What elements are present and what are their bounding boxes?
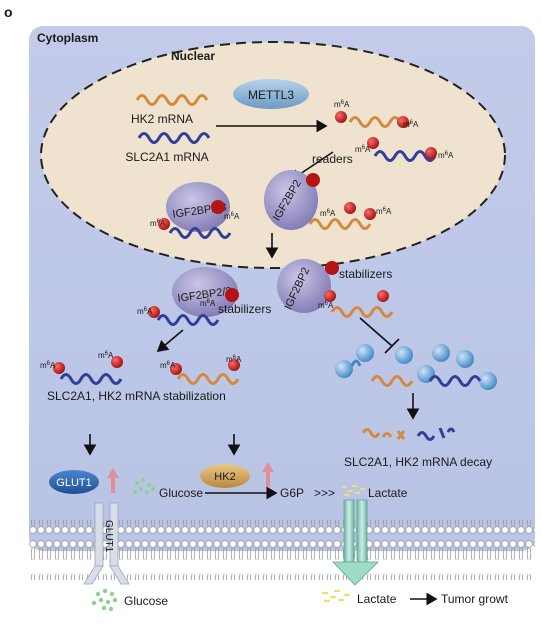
methylated-slc2a1-mrna (373, 150, 437, 162)
glucose-molecules (133, 478, 155, 494)
m6a-label: m6A (40, 361, 56, 370)
hk2-label: HK2 (214, 471, 235, 483)
inhibition-bar (384, 338, 400, 354)
hk2-protein (200, 464, 250, 488)
m6a-label: m6A (320, 209, 336, 218)
m6a-label: m6A (438, 151, 454, 160)
m6a-mark (225, 288, 239, 302)
inhibition-line (359, 317, 393, 347)
m6a-mark (306, 173, 320, 187)
glucose-label: Glucose (159, 486, 203, 500)
extracellular-glucose-label: Glucose (124, 594, 168, 608)
glut1-protein (49, 470, 99, 494)
m6a-mark (367, 137, 379, 149)
stable-slc2a1-mrna (59, 373, 123, 385)
m6a-mark (425, 147, 437, 159)
hk2-mrna-strand (135, 94, 209, 106)
m6a-label: m6A (334, 100, 350, 109)
m6a-label: m6A (224, 212, 240, 221)
tumor-growth-label: Tumor growt (441, 592, 509, 606)
m6a-mark (397, 116, 409, 128)
m6a-label: m6A (160, 361, 176, 370)
igf2bp2-protein (264, 170, 318, 230)
extracellular-lactate (322, 590, 350, 602)
m6a-label: m6A (226, 355, 242, 364)
hk2-mrna-label: HK2 mRNA (131, 112, 193, 126)
panel-letter: o (4, 4, 13, 20)
igf2bp23-protein (172, 267, 238, 317)
m6a-label: m6A (403, 120, 419, 129)
lactate-efflux-arrow (332, 499, 379, 586)
m6a-label: m6A (150, 219, 166, 228)
stable-hk2-mrna (176, 373, 240, 385)
m6a-mark (211, 200, 225, 214)
decay-complex (335, 344, 497, 390)
extracellular-lactate-label: Lactate (357, 592, 397, 606)
nucleus-label: Nuclear (171, 49, 215, 63)
slc2a1-mrna-label: SLC2A1 mRNA (125, 150, 208, 164)
bound-slc2a1-mrna (168, 227, 232, 239)
readers-label: readers (312, 152, 353, 166)
m6a-label: m6A (200, 299, 216, 308)
m6a-label: m6A (98, 351, 114, 360)
glut1-label: GLUT1 (56, 477, 91, 489)
bound-hk2-mrna (308, 218, 372, 230)
stabilized-slc2a1-mrna (156, 314, 220, 326)
m6a-mark (364, 208, 376, 220)
m6a-mark (335, 111, 347, 123)
slc2a1-mrna-strand (137, 132, 211, 144)
m6a-mark (377, 290, 389, 302)
lactate-label: Lactate (368, 486, 408, 500)
cytoplasm-label: Cytoplasm (37, 31, 98, 45)
stabilized-hk2-mrna (330, 306, 394, 318)
m6a-label: m6A (355, 145, 371, 154)
stabilization-label: SLC2A1, HK2 mRNA stabilization (47, 389, 226, 403)
m6a-mark (324, 290, 336, 302)
m6a-mark (170, 363, 182, 375)
igf2bp2-protein (277, 259, 331, 313)
m6a-mark (111, 356, 123, 368)
pathway-arrows: >>> (314, 486, 335, 500)
glut1-transporter (83, 502, 130, 585)
igf2bp23-protein (166, 182, 230, 232)
upregulated-icon (107, 468, 119, 493)
m6a-mark (148, 306, 160, 318)
stabilizers-label: stabilizers (339, 267, 392, 281)
g6p-label: G6P (280, 486, 304, 500)
mettl3-label: METTL3 (248, 88, 294, 102)
m6a-label: m6A (137, 307, 153, 316)
decay-label: SLC2A1, HK2 mRNA decay (344, 455, 492, 469)
m6a-mark (325, 261, 339, 275)
stabilization-arrow (156, 329, 184, 353)
m6a-label: m6A (376, 207, 392, 216)
m6a-mark (228, 359, 240, 371)
m6a-mark (158, 218, 170, 230)
degraded-mrna-fragments (361, 427, 456, 441)
m6a-label: m6A (318, 301, 334, 310)
transporter-label: GLUT1 (103, 520, 114, 553)
mettl3-enzyme (233, 79, 309, 109)
stabilizers-label: stabilizers (218, 302, 271, 316)
upregulated-icon (262, 462, 274, 487)
m6a-mark (344, 202, 356, 214)
m6a-mark (53, 362, 65, 374)
lactate-molecules (342, 485, 365, 496)
extracellular-glucose (91, 588, 118, 612)
